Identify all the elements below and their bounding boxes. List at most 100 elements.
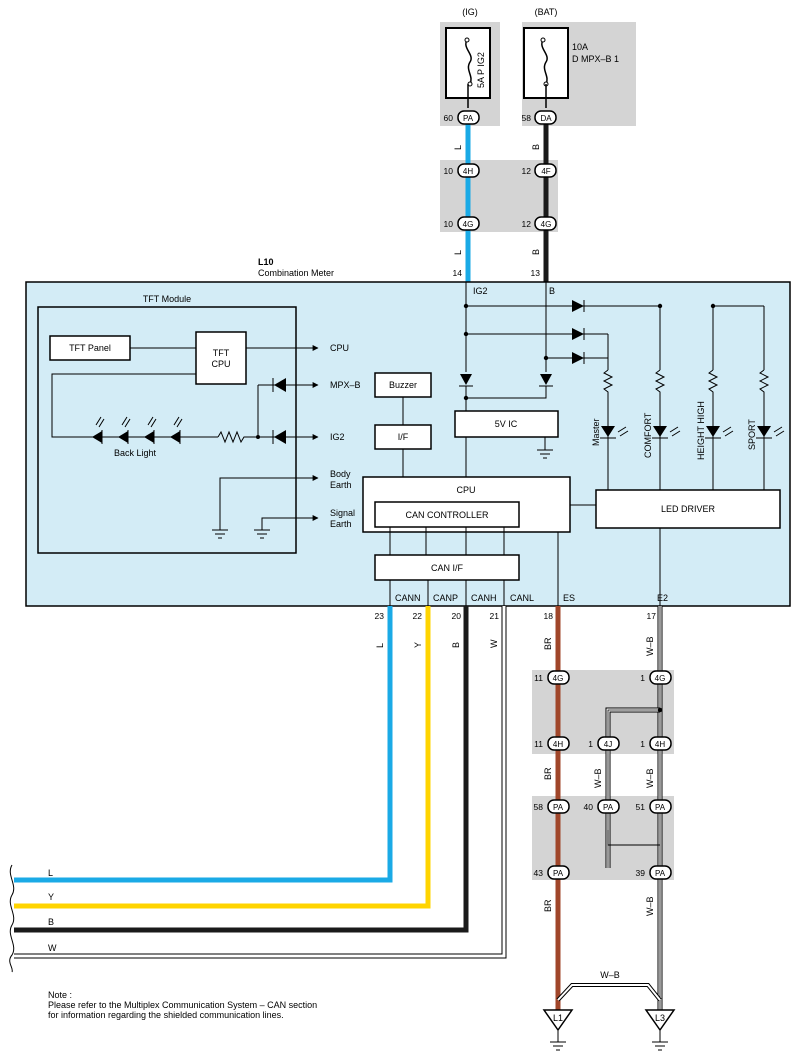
diode-icon xyxy=(274,378,286,392)
ground-l1: L1 xyxy=(542,1009,574,1051)
svg-text:17: 17 xyxy=(647,611,657,621)
tft-module-box xyxy=(37,306,297,554)
ground-icon xyxy=(212,529,228,539)
tft-cpu-box xyxy=(195,331,247,385)
if-label: I/F xyxy=(398,432,409,442)
svg-text:W: W xyxy=(48,943,57,953)
bat-label: (BAT) xyxy=(535,7,558,17)
diode-icon xyxy=(572,352,584,364)
svg-text:20: 20 xyxy=(452,611,462,621)
svg-text:1: 1 xyxy=(640,673,645,683)
svg-text:4G: 4G xyxy=(541,220,552,229)
connector-pa-60: PA 60 xyxy=(444,110,480,125)
note-title: Note : xyxy=(48,990,72,1000)
connector-4f-12: 4F 12 xyxy=(522,163,557,178)
svg-text:W–B: W–B xyxy=(600,970,620,980)
svg-text:10: 10 xyxy=(444,219,454,229)
svg-text:PA: PA xyxy=(655,869,666,878)
ground-icon xyxy=(254,529,270,539)
connector-pa-51: PA 51 xyxy=(636,799,672,814)
connector-4j-1: 4J 1 xyxy=(588,736,620,751)
svg-text:W: W xyxy=(489,639,499,648)
svg-text:4F: 4F xyxy=(541,167,550,176)
svg-text:18: 18 xyxy=(544,611,554,621)
connector-pa-39: PA 39 xyxy=(636,865,672,880)
led-master-label: Master xyxy=(591,418,601,446)
5v-ic-label: 5V IC xyxy=(495,419,518,429)
svg-text:PA: PA xyxy=(655,803,666,812)
svg-text:4H: 4H xyxy=(553,740,563,749)
diode-icon xyxy=(572,328,584,340)
led-driver-box xyxy=(595,489,781,529)
svg-text:1: 1 xyxy=(640,739,645,749)
svg-text:12: 12 xyxy=(522,166,532,176)
svg-text:40: 40 xyxy=(584,802,594,812)
connector-4g-12: 4G 12 xyxy=(522,216,557,231)
diode-icon xyxy=(572,300,584,312)
svg-text:23: 23 xyxy=(375,611,385,621)
svg-text:W–B: W–B xyxy=(645,768,655,788)
connector-da-58: DA 58 xyxy=(522,110,557,125)
terminal-cann: CANN xyxy=(395,593,421,603)
wire-b-canh xyxy=(14,606,469,933)
can-if-box xyxy=(374,554,520,581)
5v-ic-box xyxy=(454,410,559,438)
if-box xyxy=(374,424,432,450)
tft-panel-label: TFT Panel xyxy=(69,343,111,353)
svg-text:60: 60 xyxy=(444,113,454,123)
terminal-b: B xyxy=(549,286,555,296)
ig2-in-label: IG2 xyxy=(330,432,345,442)
resistor-icon xyxy=(217,430,258,444)
connector-4g-1: 4G 1 xyxy=(640,670,672,685)
svg-text:58: 58 xyxy=(534,802,544,812)
tft-cpu-label-1: TFT xyxy=(213,348,230,358)
terminal-canp: CANP xyxy=(433,593,458,603)
body-earth-1: Body xyxy=(330,469,351,479)
mpxb-label: MPX–B xyxy=(330,380,361,390)
signal-earth-2: Earth xyxy=(330,519,352,529)
svg-text:BR: BR xyxy=(543,637,553,650)
connector-4h-10: 4H 10 xyxy=(444,163,480,178)
svg-text:4G: 4G xyxy=(553,674,564,683)
connector-pa-40: PA 40 xyxy=(584,799,620,814)
svg-text:L3: L3 xyxy=(655,1013,665,1023)
backlight-led-icons xyxy=(92,416,183,444)
svg-text:B: B xyxy=(451,642,461,648)
body-earth-2: Earth xyxy=(330,480,352,490)
resistor-icons xyxy=(602,369,770,400)
tft-module-label: TFT Module xyxy=(143,294,191,304)
svg-text:4J: 4J xyxy=(604,740,612,749)
diode-icon xyxy=(540,374,552,385)
connector-4h-11: 4H 11 xyxy=(534,736,570,751)
ig-fuse-label: 5A P IG2 xyxy=(476,52,486,88)
wire-y-canp xyxy=(14,606,431,909)
svg-text:11: 11 xyxy=(534,739,543,749)
svg-text:12: 12 xyxy=(522,219,532,229)
fuse-icon xyxy=(465,39,472,85)
led-driver-label: LED DRIVER xyxy=(661,504,716,514)
terminal-canh: CANH xyxy=(471,593,497,603)
pin-14: 14 xyxy=(453,268,463,278)
note-line-2: for information regarding the shielded c… xyxy=(48,1010,284,1020)
meter-name: Combination Meter xyxy=(258,268,334,278)
svg-text:W–B: W–B xyxy=(645,636,655,656)
tft-panel-box xyxy=(49,335,131,361)
bat-fuse-name: D MPX–B 1 xyxy=(572,54,619,64)
svg-text:BR: BR xyxy=(543,767,553,780)
svg-text:11: 11 xyxy=(534,673,543,683)
ground-icon xyxy=(537,449,553,459)
note-line-1: Please refer to the Multiplex Communicat… xyxy=(48,1000,317,1010)
ig-label: (IG) xyxy=(462,7,478,17)
terminal-es: ES xyxy=(563,593,575,603)
diode-icon xyxy=(460,374,472,385)
buzzer-box xyxy=(374,372,432,398)
led-sport-label: SPORT xyxy=(747,419,757,450)
svg-text:BR: BR xyxy=(543,899,553,912)
svg-text:22: 22 xyxy=(413,611,423,621)
svg-text:21: 21 xyxy=(490,611,500,621)
signal-earth-1: Signal xyxy=(330,508,355,518)
svg-text:4G: 4G xyxy=(463,220,474,229)
fuse-bat-block: (BAT) 10A D MPX–B 1 xyxy=(522,7,636,126)
bat-fuse-amp: 10A xyxy=(572,42,588,52)
svg-text:10: 10 xyxy=(444,166,454,176)
